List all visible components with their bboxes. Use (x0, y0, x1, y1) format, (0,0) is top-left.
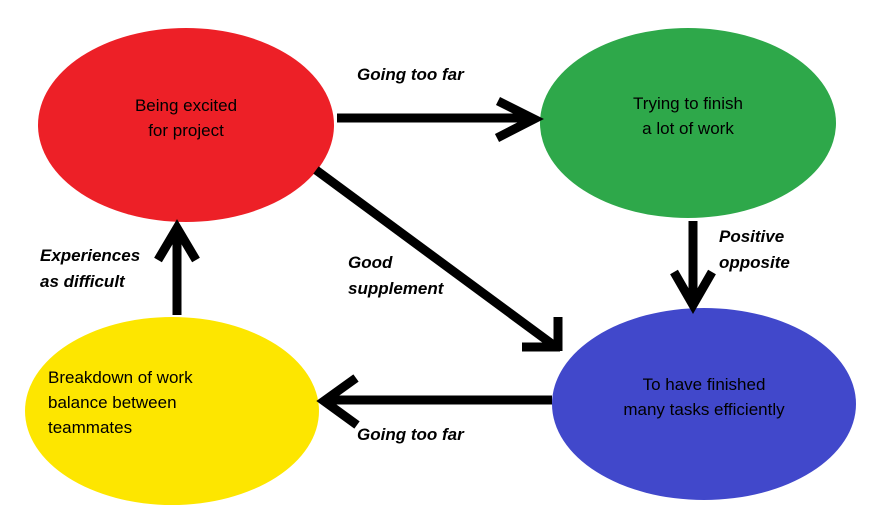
node-trying[interactable] (540, 28, 836, 218)
edge-excited-to-trying (337, 96, 544, 143)
edge-trying-to-finished (670, 221, 716, 315)
edge-finished-to-breakdown (316, 374, 552, 429)
edge-label-positive-opposite: Positive opposite (719, 227, 790, 272)
edge-label-good-supplement: Good supplement (348, 253, 444, 298)
edge-label-going-too-far-bottom: Going too far (357, 425, 464, 444)
node-finished[interactable] (552, 308, 856, 500)
node-excited[interactable] (38, 28, 334, 222)
edge-label-going-too-far-top: Going too far (357, 65, 464, 84)
edge-breakdown-to-excited (154, 219, 200, 315)
edge-excited-to-finished (313, 166, 563, 352)
edge-label-experiences-as-difficult: Experiences as difficult (40, 246, 141, 291)
node-breakdown[interactable] (25, 317, 319, 505)
